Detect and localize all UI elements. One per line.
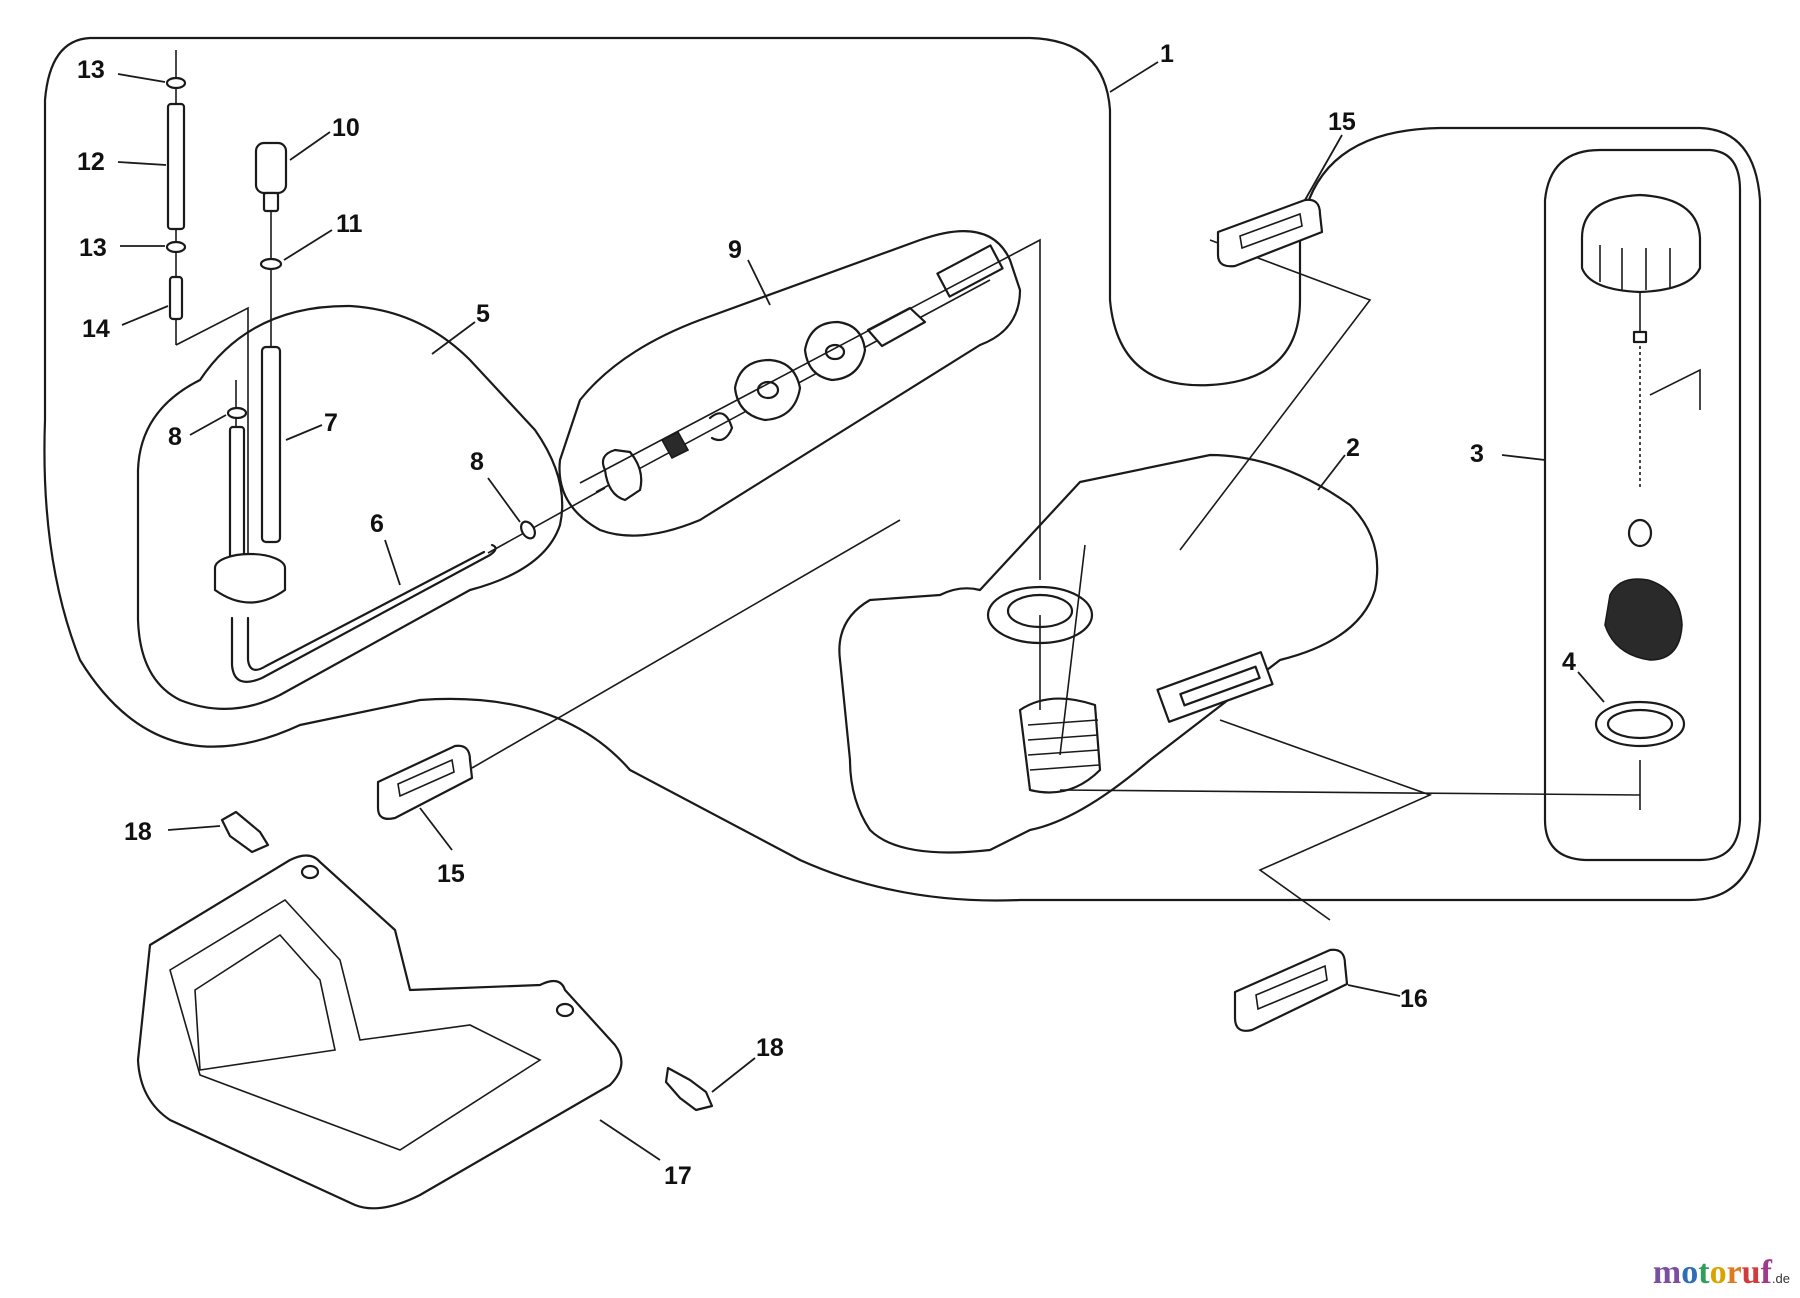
watermark-logo: motoruf.de bbox=[1653, 1254, 1790, 1292]
wm-letter: r bbox=[1726, 1254, 1742, 1291]
bolt-18-top bbox=[220, 810, 270, 854]
pipe-12 bbox=[166, 102, 186, 231]
callout-18-right: 18 bbox=[756, 1034, 784, 1062]
callout-9: 9 bbox=[728, 236, 742, 264]
fuel-tank-2 bbox=[838, 453, 1379, 854]
callout-3: 3 bbox=[1470, 440, 1484, 468]
pipe-8-stem bbox=[228, 425, 246, 569]
callout-7: 7 bbox=[324, 409, 338, 437]
callout-13-top: 13 bbox=[77, 56, 105, 84]
callout-5: 5 bbox=[476, 300, 490, 328]
wm-letter: m bbox=[1652, 1254, 1682, 1291]
callout-10: 10 bbox=[332, 114, 360, 142]
small-bracket bbox=[936, 244, 1004, 298]
grommet-16 bbox=[1233, 948, 1349, 1032]
assembly-5-outline bbox=[136, 304, 564, 710]
wm-letter: o bbox=[1681, 1254, 1699, 1291]
joint-14 bbox=[168, 275, 184, 321]
callout-8-left: 8 bbox=[168, 423, 182, 451]
callout-15-left: 15 bbox=[437, 860, 465, 888]
callout-6: 6 bbox=[370, 510, 384, 538]
o-ring-13-lower bbox=[165, 240, 187, 254]
grommet-15-top bbox=[1216, 198, 1324, 268]
assembly-9-outline bbox=[558, 229, 1022, 537]
cap-filter bbox=[1604, 578, 1683, 661]
filter-body-9 bbox=[601, 448, 643, 502]
o-ring-11 bbox=[259, 257, 283, 271]
callout-1: 1 bbox=[1160, 40, 1174, 68]
tank-guard-17 bbox=[136, 854, 623, 1210]
callout-4: 4 bbox=[1562, 648, 1576, 676]
bolt-18-right bbox=[664, 1066, 714, 1112]
assembly-3-outline bbox=[1543, 148, 1742, 862]
fuel-hose-6 bbox=[230, 543, 497, 683]
callout-13-lower: 13 bbox=[79, 234, 107, 262]
tank-threaded-neck bbox=[1018, 697, 1102, 794]
callout-17: 17 bbox=[664, 1162, 692, 1190]
grommet-15-left bbox=[376, 744, 474, 820]
callout-14: 14 bbox=[82, 315, 110, 343]
vent-cap-10 bbox=[254, 141, 288, 195]
callout-2: 2 bbox=[1346, 434, 1360, 462]
callout-16: 16 bbox=[1400, 985, 1428, 1013]
o-ring-13-top bbox=[165, 76, 187, 90]
wm-letter: t bbox=[1698, 1254, 1710, 1291]
wm-letter: o bbox=[1709, 1254, 1727, 1291]
wm-letter: f bbox=[1760, 1254, 1772, 1291]
clip-ring bbox=[708, 412, 734, 442]
o-ring-8-right bbox=[520, 520, 536, 540]
wm-suffix: .de bbox=[1771, 1271, 1790, 1286]
o-ring-8-left bbox=[226, 406, 248, 420]
pipe-7 bbox=[260, 345, 282, 544]
callout-15-top: 15 bbox=[1328, 108, 1356, 136]
callout-18-top: 18 bbox=[124, 818, 152, 846]
callout-8-right: 8 bbox=[470, 448, 484, 476]
callout-11: 11 bbox=[336, 210, 363, 238]
chain-ring bbox=[1627, 518, 1653, 548]
assembly-1-outline bbox=[43, 36, 1762, 902]
wm-letter: u bbox=[1741, 1254, 1761, 1291]
callout-12: 12 bbox=[77, 148, 105, 176]
